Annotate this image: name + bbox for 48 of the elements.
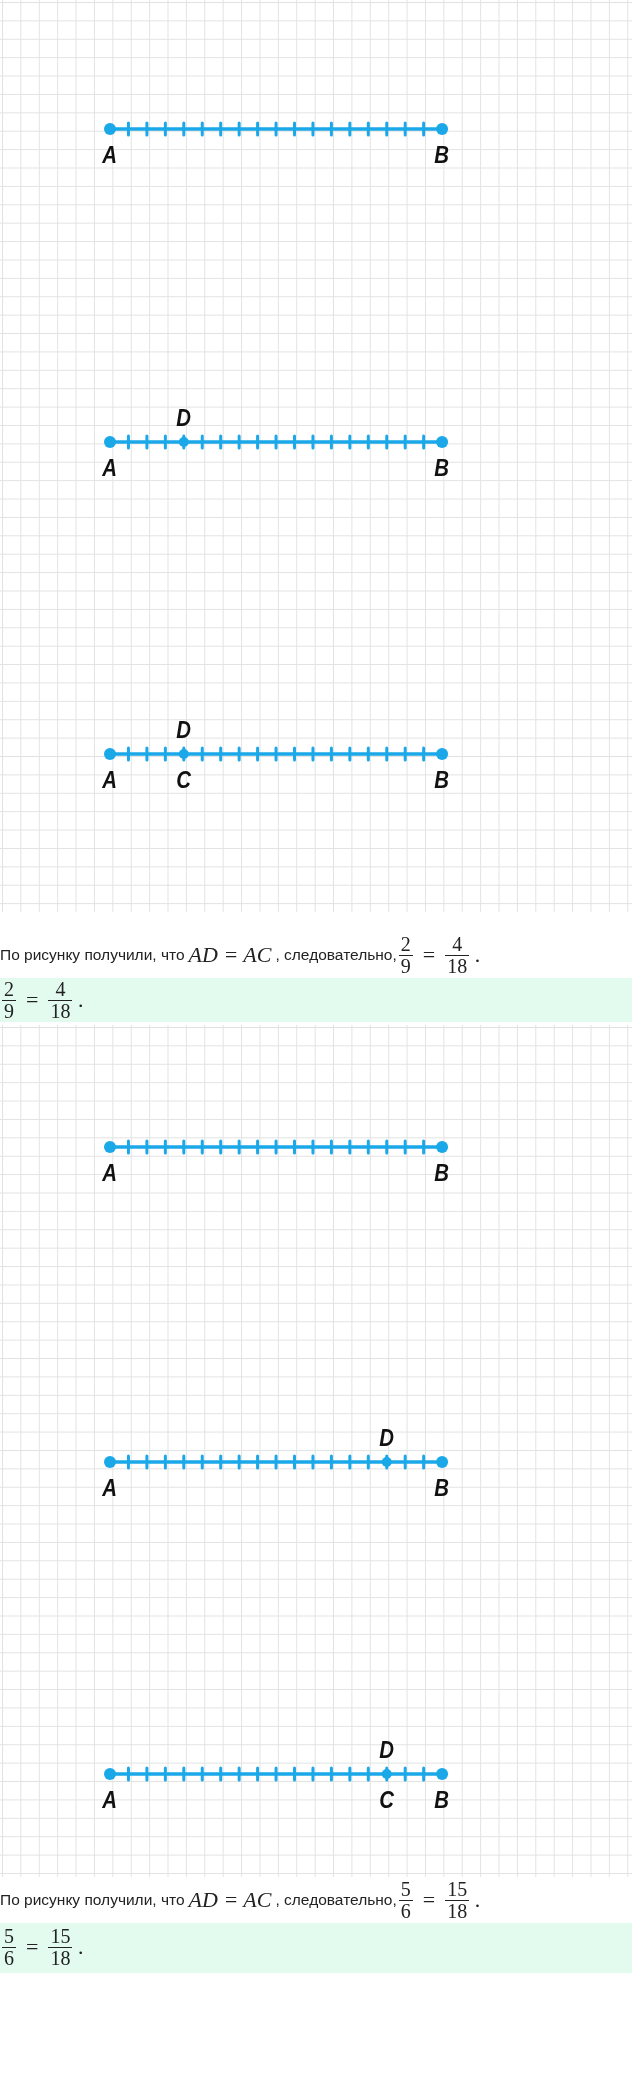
sentence-text: По рисунку получили, что (0, 946, 185, 964)
denominator: 18 (48, 999, 73, 1022)
sentence-text: , следовательно, (275, 946, 397, 964)
denominator: 6 (2, 1946, 16, 1969)
point-label: A (102, 143, 118, 167)
point-label: B (434, 1788, 450, 1812)
point-label: B (434, 1476, 450, 1500)
numerator: 4 (451, 933, 464, 955)
denominator: 18 (48, 1946, 73, 1969)
sentence-text: По рисунку получили, что (0, 1891, 185, 1909)
math-expression: . (78, 1934, 84, 1960)
math-expression: AD = AC (188, 1887, 272, 1913)
denominator: 18 (445, 1899, 470, 1922)
point-label: B (434, 143, 450, 167)
numerator: 5 (3, 1925, 15, 1947)
math-expression: . (78, 987, 84, 1013)
denominator: 6 (398, 1899, 413, 1922)
equals-sign: = (422, 942, 436, 968)
point-label: C (176, 768, 191, 792)
point-label: A (102, 1476, 118, 1500)
math-expression: AD = AC (188, 942, 272, 968)
point-label: B (434, 456, 450, 480)
point-label: A (102, 768, 118, 792)
point-label: D (176, 718, 191, 742)
point-label: A (102, 1161, 118, 1185)
numerator: 15 (446, 1878, 469, 1900)
denominator: 9 (398, 954, 413, 977)
point-label: A (102, 1788, 118, 1812)
point-label: B (434, 1161, 450, 1185)
denominator: 18 (445, 954, 470, 977)
point-label: B (434, 768, 450, 792)
equals-sign: = (26, 1934, 39, 1960)
numerator: 5 (399, 1878, 412, 1900)
equals-sign: = (422, 1887, 436, 1913)
sentence-text: , следовательно, (275, 1891, 397, 1909)
math-expression: . (475, 942, 481, 968)
numerator: 15 (49, 1925, 72, 1947)
point-label: A (102, 456, 118, 480)
denominator: 9 (2, 999, 16, 1022)
point-label: D (176, 406, 191, 430)
numerator: 2 (399, 933, 412, 955)
numerator: 4 (54, 978, 67, 1000)
point-label: D (379, 1738, 394, 1762)
point-label: C (379, 1788, 394, 1812)
equals-sign: = (26, 987, 39, 1013)
point-label: D (379, 1426, 394, 1450)
math-expression: . (475, 1887, 481, 1913)
numerator: 2 (3, 978, 15, 1000)
